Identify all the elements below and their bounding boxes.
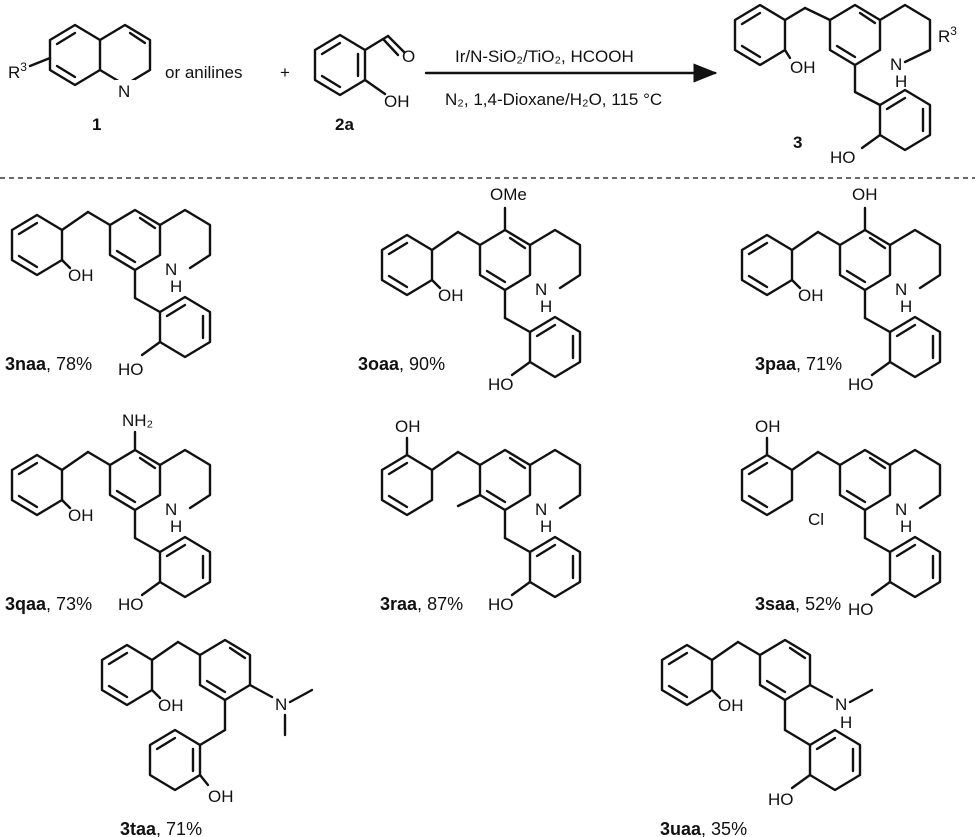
product-3saa: Cl OH N H HO 3saa, 52%	[740, 417, 942, 619]
methoxy-label: OMe	[490, 185, 527, 204]
svg-text:N: N	[275, 695, 287, 714]
product-caption: 3qaa, 73%	[5, 594, 92, 614]
product-caption: 3saa, 52%	[755, 594, 841, 614]
r3-label: R3	[8, 60, 27, 82]
product-3raa: OH N H HO 3raa, 87%	[380, 417, 582, 614]
svg-text:H: H	[170, 517, 182, 536]
svg-text:OH: OH	[798, 286, 824, 305]
conditions-line1: Ir/N-SiO₂/TiO₂, HCOOH	[455, 47, 634, 66]
conditions-line2: N₂, 1,4-Dioxane/H₂O, 115 °C	[445, 90, 662, 109]
salicyl-oh: OH	[384, 92, 410, 111]
product-nh: N	[890, 55, 902, 74]
svg-text:OH: OH	[68, 506, 94, 525]
reactant-salicylaldehyde: O OH 2a	[313, 33, 415, 134]
svg-text:N: N	[535, 500, 547, 519]
svg-text:N: N	[535, 280, 547, 299]
oh-label: OH	[68, 266, 94, 285]
chloro-label: Cl	[808, 510, 824, 529]
svg-text:HO: HO	[848, 375, 874, 394]
reaction-arrow: Ir/N-SiO₂/TiO₂, HCOOH N₂, 1,4-Dioxane/H₂…	[424, 47, 718, 109]
product-3taa: N OH OH 3taa, 71%	[100, 638, 314, 837]
svg-text:N: N	[165, 260, 177, 279]
svg-text:H: H	[840, 713, 852, 732]
product-oh: OH	[790, 58, 816, 77]
product-3uaa: N H OH HO 3uaa, 35%	[660, 638, 874, 837]
svg-text:N: N	[895, 280, 907, 299]
svg-text:H: H	[900, 517, 912, 536]
plus-sign: +	[280, 63, 290, 82]
hydroxy-label: OH	[852, 185, 878, 204]
or-anilines-text: or anilines	[165, 63, 243, 82]
svg-text:HO: HO	[118, 360, 144, 379]
svg-text:HO: HO	[488, 595, 514, 614]
product-3oaa: OMe OH N H HO 3oaa, 90%	[358, 185, 582, 394]
product-label: 3	[793, 133, 802, 152]
svg-text:OH: OH	[158, 696, 184, 715]
product-caption: 3taa, 71%	[120, 819, 202, 837]
product-caption: 3oaa, 90%	[358, 354, 445, 374]
svg-text:OH: OH	[395, 417, 421, 436]
product-general-structure: OH N H R3 HO 3	[733, 3, 957, 167]
svg-text:HO: HO	[848, 600, 874, 619]
svg-text:N: N	[165, 500, 177, 519]
svg-text:OH: OH	[718, 696, 744, 715]
product-r3: R3	[938, 24, 957, 46]
reactant1-label: 1	[92, 115, 101, 134]
product-caption: 3uaa, 35%	[660, 819, 747, 837]
svg-text:HO: HO	[488, 375, 514, 394]
product-caption: 3raa, 87%	[380, 594, 463, 614]
quinoline-n: N	[118, 82, 130, 101]
svg-text:H: H	[900, 297, 912, 316]
svg-text:N: N	[835, 695, 847, 714]
svg-text:HO: HO	[118, 595, 144, 614]
reactant-quinoline: R3 N or anilines 1	[8, 23, 243, 134]
svg-text:H: H	[895, 72, 907, 91]
svg-text:HO: HO	[768, 790, 794, 809]
product-3paa: OH OH N H HO 3paa, 71%	[740, 185, 942, 394]
svg-text:H: H	[540, 297, 552, 316]
amino-label: NH₂	[122, 411, 153, 430]
product-caption: 3paa, 71%	[755, 354, 842, 374]
product-ho: HO	[830, 148, 856, 167]
svg-text:OH: OH	[438, 286, 464, 305]
product-caption: 3naa, 78%	[5, 354, 92, 374]
product-3naa: OH N H HO 3naa, 78%	[5, 208, 212, 379]
svg-text:OH: OH	[208, 787, 234, 806]
aldehyde-o: O	[402, 47, 415, 66]
product-3qaa: NH₂ OH N H HO 3qaa, 73%	[5, 411, 212, 614]
reactant2-label: 2a	[335, 115, 354, 134]
svg-text:N: N	[895, 500, 907, 519]
svg-text:H: H	[540, 517, 552, 536]
svg-text:H: H	[170, 277, 182, 296]
svg-text:OH: OH	[755, 417, 781, 436]
